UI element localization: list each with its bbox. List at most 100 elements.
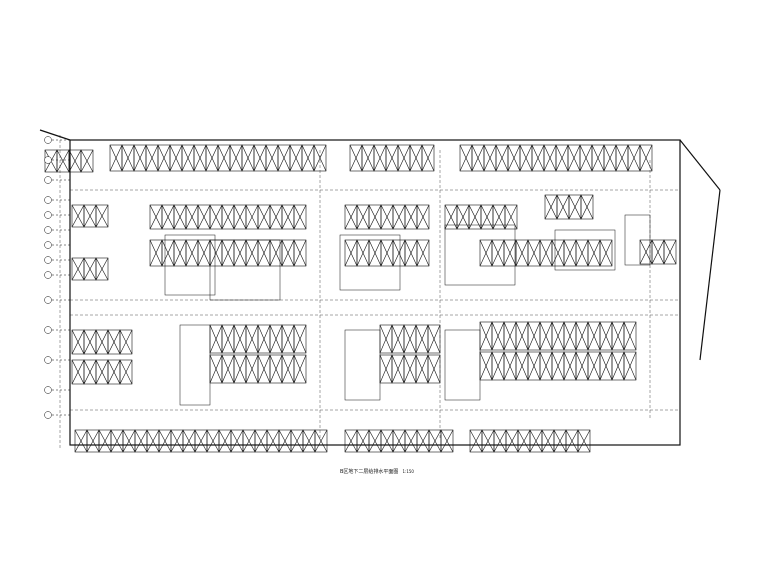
equipment-room	[179, 324, 211, 406]
parking-stall	[539, 351, 553, 381]
parking-stall	[416, 429, 430, 453]
parking-stall	[170, 429, 184, 453]
parking-stall	[209, 324, 223, 354]
stall-diagonal	[527, 239, 541, 267]
stall-diagonal	[575, 321, 589, 351]
stall-diagonal	[361, 144, 375, 172]
parking-stall	[134, 429, 148, 453]
grid-axis-markers	[44, 136, 70, 419]
stall-diagonal	[257, 324, 271, 354]
stall-diagonal	[83, 204, 97, 228]
parking-stall	[579, 144, 593, 172]
stall-box	[95, 257, 109, 281]
parking-stall	[209, 239, 223, 267]
stall-diagonal	[245, 354, 259, 384]
stall-diagonal	[314, 429, 328, 453]
stall-diagonal	[257, 239, 271, 267]
stall-diagonal	[293, 204, 307, 230]
parking-stall	[556, 194, 570, 220]
parking-stall	[551, 351, 565, 381]
parking-stall	[444, 204, 458, 230]
stall-diagonal	[551, 321, 565, 351]
stall-diagonal	[71, 204, 85, 228]
parking-stall	[254, 429, 268, 453]
parking-stall	[492, 204, 506, 230]
stall-diagonal	[404, 429, 418, 453]
stall-box	[293, 239, 307, 267]
stall-diagonal	[623, 321, 637, 351]
parking-stall	[269, 354, 283, 384]
parking-stall	[415, 324, 429, 354]
parking-stall	[587, 239, 601, 267]
parking-stall	[507, 144, 521, 172]
parking-stall	[380, 204, 394, 230]
stall-diagonal	[257, 354, 271, 384]
stall-diagonal	[403, 324, 417, 354]
parking-stall	[519, 144, 533, 172]
parking-stall	[344, 204, 358, 230]
stall-diagonal	[515, 351, 529, 381]
parking-stall	[563, 351, 577, 381]
parking-stall	[409, 144, 423, 172]
equipment-room	[209, 239, 281, 301]
stall-diagonal	[517, 429, 531, 453]
stall-diagonal	[567, 144, 581, 172]
parking-stall	[290, 429, 304, 453]
stall-diagonal	[173, 239, 187, 267]
grid-axis-bubble	[44, 356, 52, 364]
equipment-rooms	[164, 214, 651, 406]
stall-box	[293, 324, 307, 354]
parking-stall	[440, 429, 454, 453]
stall-diagonal	[493, 429, 507, 453]
stall-diagonal	[181, 144, 195, 172]
stall-diagonal	[277, 144, 291, 172]
parking-stall	[98, 429, 112, 453]
stall-diagonal	[391, 354, 405, 384]
stall-box	[293, 204, 307, 230]
stall-diagonal	[575, 239, 589, 267]
stall-diagonal	[157, 144, 171, 172]
stall-box	[440, 429, 454, 453]
parking-stall	[623, 351, 637, 381]
grid-axis-bubble	[44, 256, 52, 264]
parking-stall	[161, 239, 175, 267]
parking-stall	[603, 144, 617, 172]
parking-stall	[269, 204, 283, 230]
parking-stalls	[44, 144, 677, 453]
stall-diagonal	[568, 194, 582, 220]
parking-stall	[529, 429, 543, 453]
stall-diagonal	[379, 324, 393, 354]
parking-stall	[83, 204, 97, 228]
parking-stall	[580, 194, 594, 220]
parking-stall	[404, 429, 418, 453]
building-outline	[39, 129, 721, 446]
parking-stall	[161, 204, 175, 230]
stall-diagonal	[471, 144, 485, 172]
stall-diagonal	[507, 144, 521, 172]
stall-diagonal	[182, 429, 196, 453]
stall-diagonal	[575, 351, 589, 381]
grid-axis-bubble	[44, 296, 52, 304]
stall-diagonal	[161, 204, 175, 230]
parking-stall	[221, 324, 235, 354]
stall-box	[416, 239, 430, 267]
drawing-title: B区地下二层给排水平面图	[340, 469, 399, 475]
parking-stall	[404, 239, 418, 267]
stall-diagonal	[229, 144, 243, 172]
stall-diagonal	[515, 239, 529, 267]
parking-stall	[257, 239, 271, 267]
parking-stall	[575, 351, 589, 381]
parking-stall	[157, 144, 171, 172]
stall-diagonal	[368, 239, 382, 267]
stall-diagonal	[293, 354, 307, 384]
stall-box	[623, 351, 637, 381]
parking-stall	[349, 144, 363, 172]
parking-stall	[266, 429, 280, 453]
stall-box	[95, 204, 109, 228]
parking-stall	[206, 429, 220, 453]
stall-diagonal	[230, 429, 244, 453]
stall-diagonal	[515, 321, 529, 351]
stall-diagonal	[539, 351, 553, 381]
stall-diagonal	[269, 354, 283, 384]
